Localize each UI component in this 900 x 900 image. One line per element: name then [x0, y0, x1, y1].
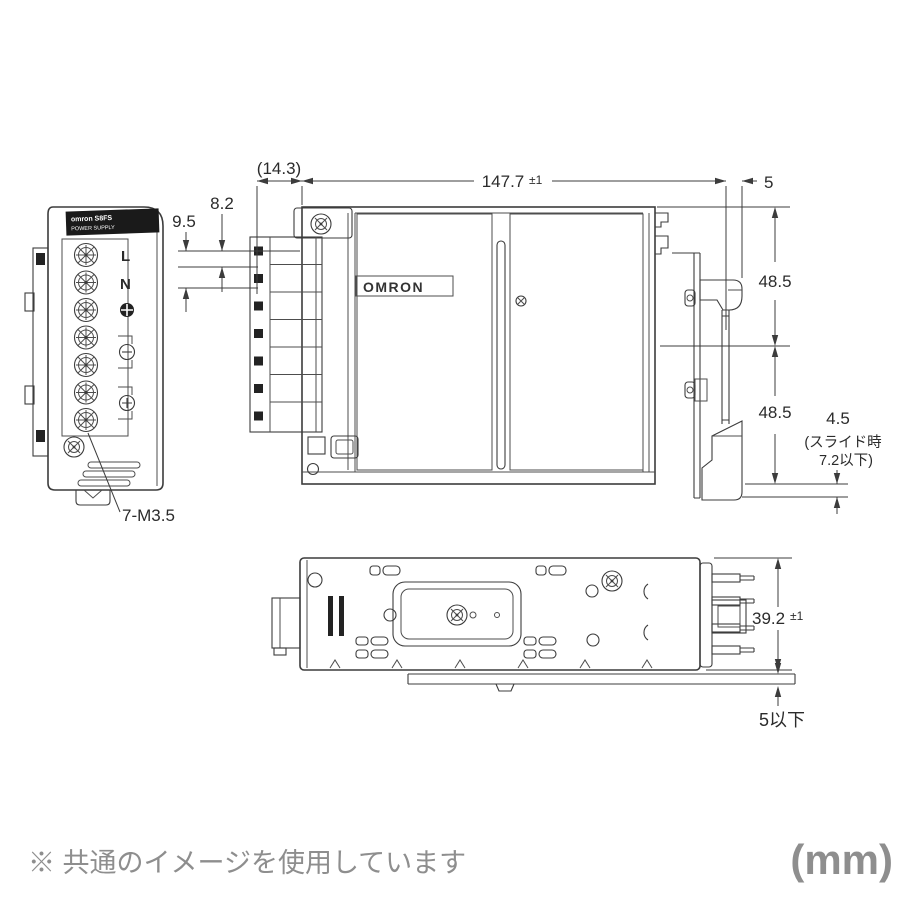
panel-screw: [515, 295, 527, 307]
chassis-hook-upper: [655, 212, 669, 228]
terminal-label-live: L: [121, 248, 130, 265]
center-slot: [496, 240, 506, 470]
terminal-screw: [73, 297, 99, 323]
terminal-screw: [73, 380, 99, 405]
terminal-screw: [73, 242, 99, 268]
unit-label: (mm): [790, 836, 893, 883]
din-clamp: [699, 279, 743, 311]
vent-slot: [339, 596, 344, 636]
bottom-terminal-stub: [271, 597, 301, 649]
dim-clearance: 5以下: [759, 710, 805, 730]
minus-output-icon: [118, 335, 136, 369]
dim-depth-tol: ±1: [790, 609, 804, 623]
dim-pitch-inner: 8.2: [210, 194, 234, 213]
terminal-screw: [73, 352, 99, 378]
vent-panel-right: [509, 213, 644, 471]
bottom-view: [271, 557, 796, 692]
dim-pitch-outer: 9.5: [172, 212, 196, 231]
front-terminal-block: [249, 236, 323, 433]
bottom-left-hole: [307, 436, 326, 455]
logo-band: [355, 275, 454, 297]
dim-height-upper: 48.5: [758, 272, 791, 291]
screw-spec-label: 7-M3.5: [122, 506, 175, 525]
annotations: ※ 共通のイメージを使用しています (mm): [28, 836, 893, 883]
side-brand-line1: omron S8FS: [71, 215, 113, 223]
chassis-screw: [601, 570, 623, 592]
dim-protrusion: (14.3): [257, 159, 301, 178]
front-view: OMRON: [249, 206, 743, 501]
side-view: omron S8FS POWER SUPPLY L N: [24, 206, 175, 525]
side-rear-plate: [32, 247, 49, 457]
ground-terminal-icon: [120, 303, 134, 317]
dim-bracket-offset: 5: [764, 173, 773, 192]
vent-panel-left: [356, 213, 493, 471]
side-terminal-block: [61, 238, 129, 437]
side-foot-tab: [75, 489, 111, 506]
dim-slide-note-2: 7.2以下): [819, 453, 873, 469]
dim-slide-note-1: (スライド時: [804, 434, 881, 451]
terminal-screw: [73, 407, 99, 433]
plus-output-icon: [118, 386, 136, 420]
terminal-screw: [73, 270, 99, 295]
dim-depth: 39.2: [752, 609, 785, 628]
side-brand-line2: POWER SUPPLY: [71, 225, 115, 233]
din-bracket-front: [672, 252, 743, 501]
side-brand-plate: omron S8FS POWER SUPPLY: [65, 208, 160, 236]
front-logo: OMRON: [363, 279, 424, 295]
front-body-outline: [301, 206, 656, 485]
bracket-bar: [407, 673, 796, 685]
footnote: ※ 共通のイメージを使用しています: [28, 848, 466, 878]
dimensions: (14.3) 147.7 ±1 5 9.5 8.2 48.5 48.5 4.5 …: [172, 159, 881, 730]
din-clip-bottom: [699, 562, 755, 668]
bottom-body-outline: [299, 557, 701, 671]
ear-screw: [310, 213, 332, 235]
terminal-label-neutral: N: [120, 276, 131, 293]
dim-width-tol: ±1: [529, 173, 543, 187]
vent-slot: [328, 596, 333, 636]
dim-width: 147.7: [482, 172, 525, 191]
dim-slide-gap: 4.5: [826, 409, 850, 428]
side-body-outline: [47, 206, 164, 491]
chassis-screw: [63, 436, 85, 458]
chassis-hook-lower: [655, 235, 669, 255]
din-slide-foot: [701, 420, 743, 501]
dim-height-lower: 48.5: [758, 403, 791, 422]
din-channel: [392, 581, 522, 647]
mounting-ear: [293, 207, 353, 239]
terminal-screw: [73, 325, 99, 350]
channel-screw: [446, 604, 468, 626]
